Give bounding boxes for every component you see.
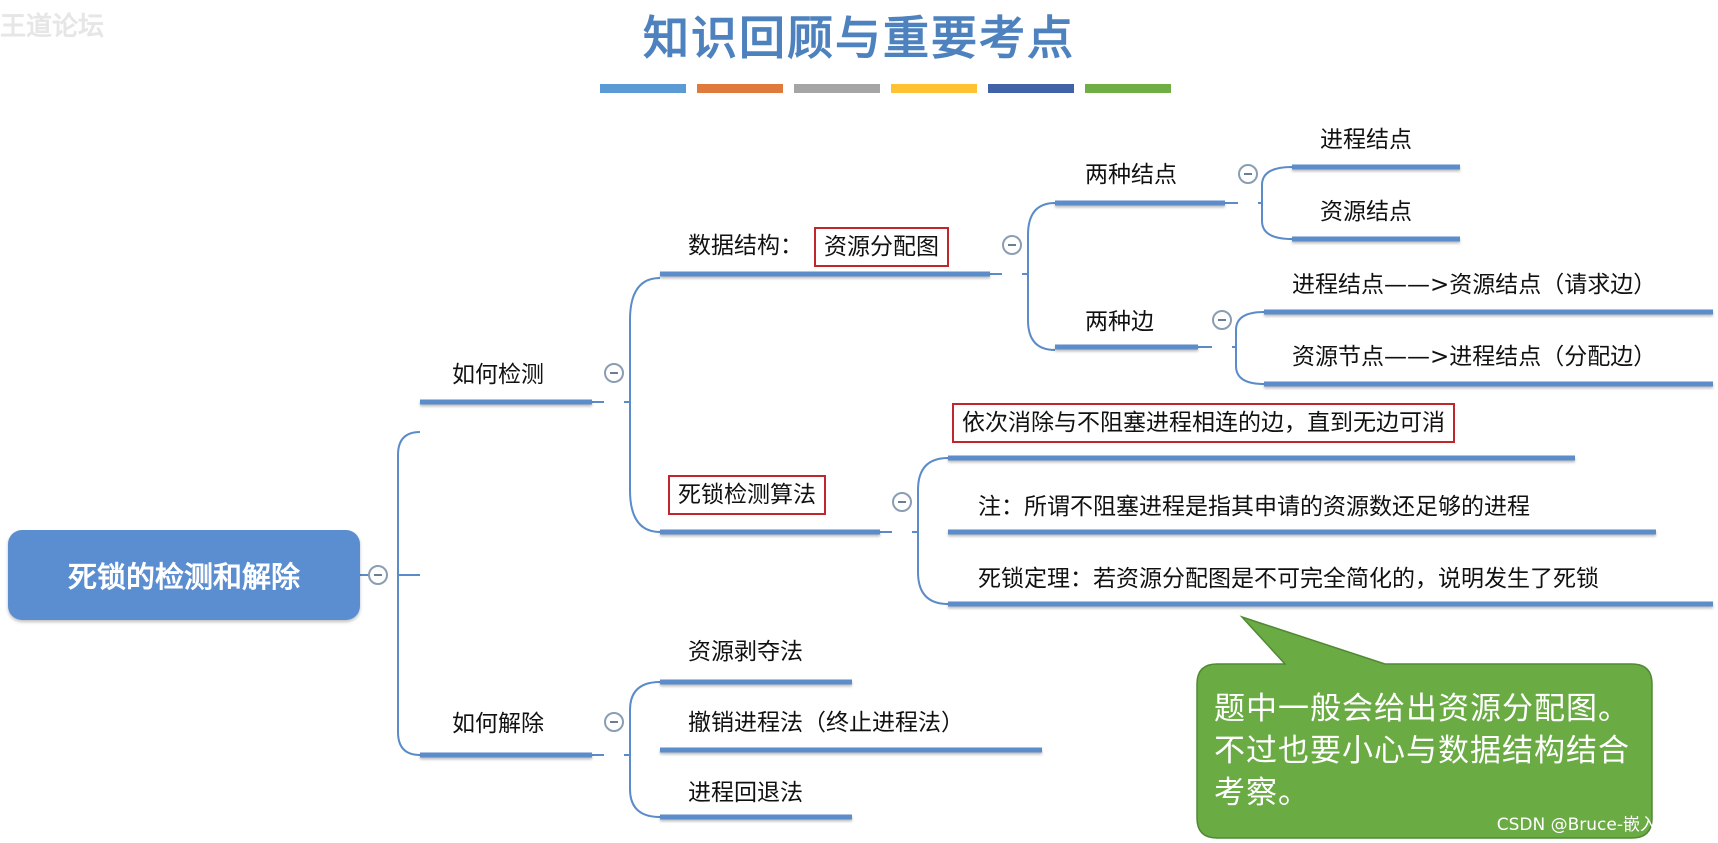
connector-resolve-branch [629, 681, 661, 818]
node-detect[interactable]: 如何检测 [452, 362, 544, 388]
collapse-icon-resolve[interactable] [604, 712, 624, 732]
connector-algorithm-branch [917, 457, 949, 605]
root-node[interactable]: 死锁的检测和解除 [8, 530, 360, 620]
node-node-types[interactable]: 两种结点 [1085, 162, 1177, 188]
footer-watermark: CSDN @Bruce-嵌入式软件 [1496, 815, 1708, 835]
node-resolve[interactable]: 如何解除 [452, 711, 544, 737]
node-edge-type-2[interactable]: 资源节点——>进程结点（分配边） [1292, 344, 1657, 370]
title-bar-segment-6 [1085, 84, 1171, 93]
node-datastruct-highlight[interactable]: 资源分配图 [814, 227, 949, 267]
connector-root-branch [397, 431, 421, 756]
collapse-icon-nodes[interactable] [1238, 164, 1258, 184]
title-bar-segment-5 [988, 84, 1074, 93]
callout-text: 题中一般会给出资源分配图。不过也要小心与数据结构结合考察。 [1214, 691, 1630, 811]
node-algorithm[interactable]: 死锁检测算法 [668, 475, 826, 515]
collapse-icon-detect[interactable] [604, 363, 624, 383]
connector-edges-branch [1235, 311, 1265, 385]
collapse-icon-algorithm[interactable] [892, 492, 912, 512]
collapse-icon-root[interactable] [368, 565, 388, 585]
node-node-type-1[interactable]: 进程结点 [1320, 127, 1412, 153]
title-bar-segment-3 [794, 84, 880, 93]
slide-title: 知识回顾与重要考点 [643, 11, 1075, 65]
collapse-icon-edges[interactable] [1212, 310, 1232, 330]
node-algo-step-1[interactable]: 依次消除与不阻塞进程相连的边，直到无边可消 [952, 403, 1455, 443]
watermark-top-left: 王道论坛 [0, 12, 105, 42]
connector-datastruct-branch [1027, 202, 1056, 351]
title-bar-segment-2 [697, 84, 783, 93]
collapse-icon-datastruct[interactable] [1002, 235, 1022, 255]
node-resolve-3[interactable]: 进程回退法 [688, 780, 803, 806]
title-bar-segment-4 [891, 84, 977, 93]
title-bar-segment-1 [600, 84, 686, 93]
node-resolve-2[interactable]: 撤销进程法（终止进程法） [688, 710, 964, 736]
node-node-type-2[interactable]: 资源结点 [1320, 199, 1412, 225]
node-algo-step-3[interactable]: 死锁定理：若资源分配图是不可完全简化的，说明发生了死锁 [978, 566, 1599, 592]
title-color-bar [600, 84, 1171, 93]
callout-bubble [1196, 615, 1653, 839]
node-datastruct-prefix[interactable]: 数据结构： [688, 233, 803, 259]
node-resolve-1[interactable]: 资源剥夺法 [688, 639, 803, 665]
node-underlines [420, 164, 1713, 820]
connector-nodes-branch [1261, 166, 1293, 240]
node-algo-step-2[interactable]: 注：所谓不阻塞进程是指其申请的资源数还足够的进程 [978, 494, 1530, 520]
connector-detect-branch [629, 277, 661, 533]
node-edge-type-1[interactable]: 进程结点——>资源结点（请求边） [1292, 272, 1657, 298]
node-edge-types[interactable]: 两种边 [1085, 309, 1154, 335]
connectors [360, 166, 1293, 818]
